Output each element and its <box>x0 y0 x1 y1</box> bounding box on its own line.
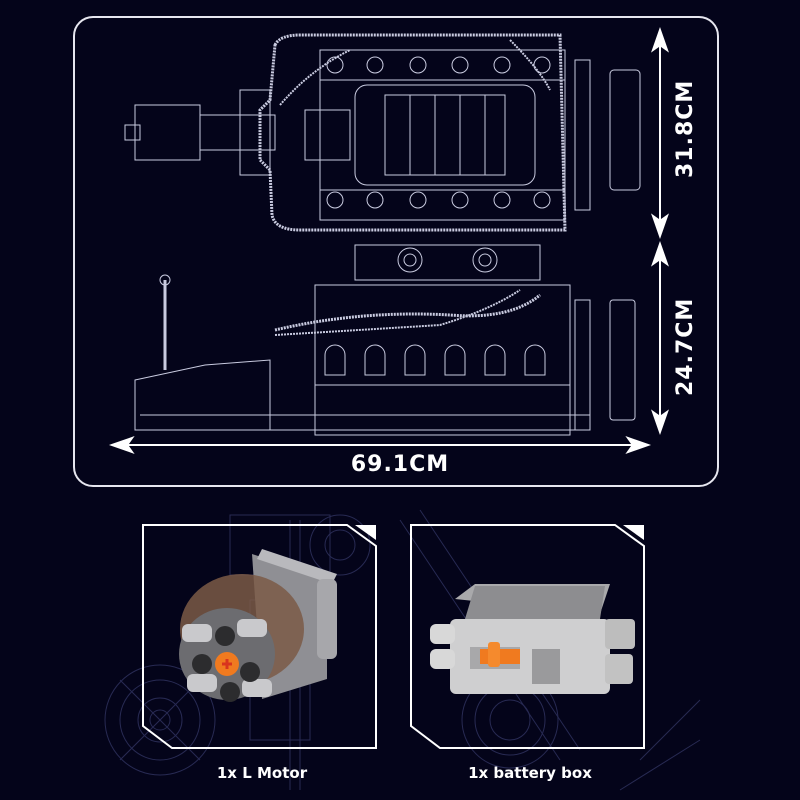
battery-box-caption: 1x battery box <box>468 764 592 782</box>
engine-side-view-blueprint <box>134 244 636 436</box>
dimensions-frame <box>73 16 719 487</box>
l-motor-caption: 1x L Motor <box>216 764 308 782</box>
length-label: 69.1CM <box>350 452 450 477</box>
l-motor-panel <box>142 524 377 749</box>
battery-box-render <box>430 584 635 694</box>
battery-box-panel <box>410 524 645 749</box>
height-top-view-label: 31.8CM <box>673 79 698 178</box>
l-motor-render <box>179 549 337 702</box>
engine-top-view-blueprint <box>124 33 641 232</box>
height-side-view-label: 24.7CM <box>673 297 698 396</box>
